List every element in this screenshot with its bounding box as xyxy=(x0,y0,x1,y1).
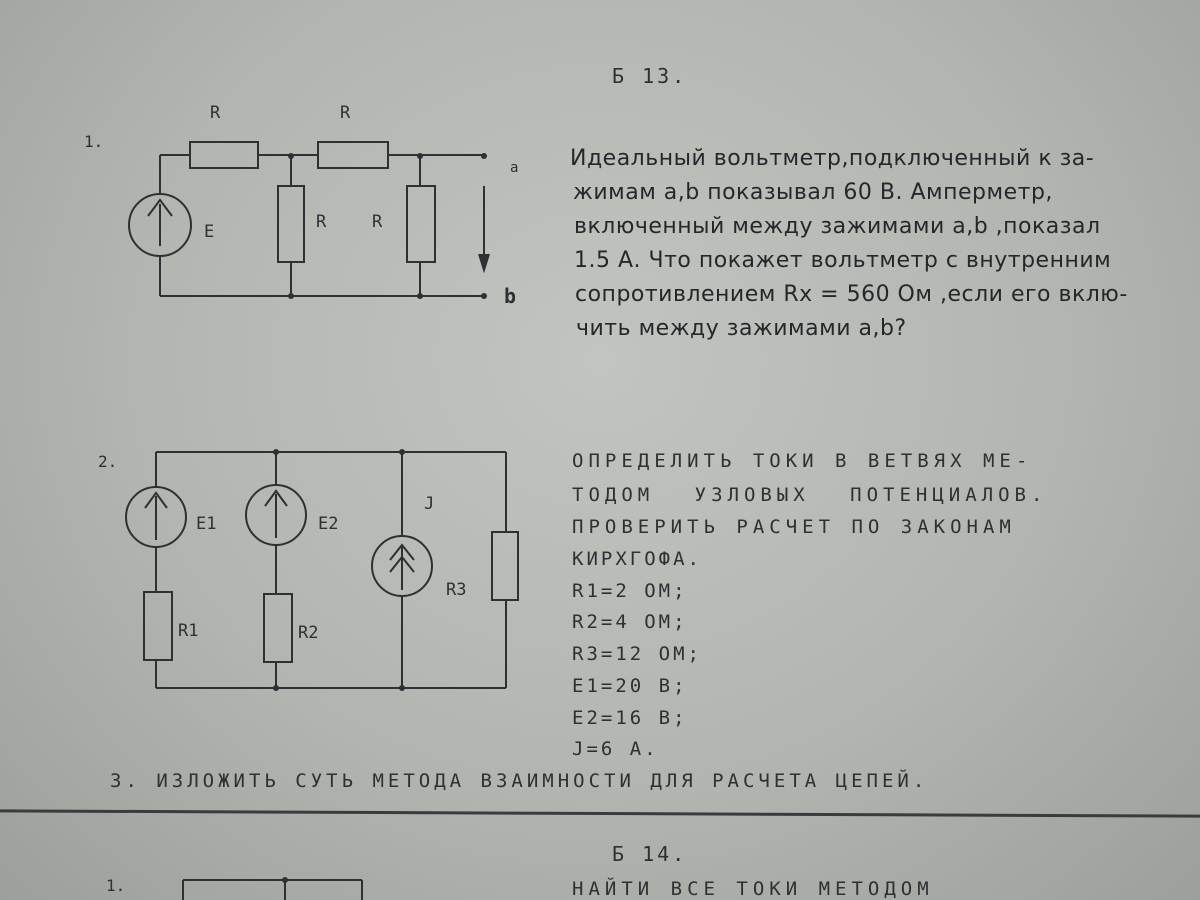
resistor-r-mid-2 xyxy=(406,185,436,263)
resistor-r3 xyxy=(491,531,519,601)
label-terminal-b: b xyxy=(504,284,517,308)
terminal-a xyxy=(481,153,487,159)
ticket-title: Б 13. xyxy=(612,64,688,88)
resistor-r-top-1 xyxy=(189,141,259,169)
resistor-r2 xyxy=(263,593,293,663)
terminal-b xyxy=(481,293,487,299)
resistor-r-top-2 xyxy=(317,141,389,169)
task-2-line-10: J=6 А. xyxy=(572,738,659,760)
label-r3: R3 xyxy=(446,580,467,600)
ticket-14-task-1-line: НАЙТИ ВСЕ ТОКИ МЕТОДОМ xyxy=(572,878,934,900)
task-2-line-5: R1=2 ОМ; xyxy=(572,580,688,602)
label-r-mid-1: R xyxy=(316,212,327,232)
task-1-line-6: чить между зажимами a,b? xyxy=(576,316,907,341)
resistor-r-mid-1 xyxy=(277,185,305,263)
task-2-line-2: ТОДОМ УЗЛОВЫХ ПОТЕНЦИАЛОВ. xyxy=(572,484,1048,506)
task-1-line-4: 1.5 А. Что покажет вольтметр с внутренни… xyxy=(574,248,1112,273)
label-r-top-1: R xyxy=(210,103,221,123)
task-1-line-1: Идеальный вольтметр,подключенный к за- xyxy=(570,146,1095,171)
ticket-14-title: Б 14. xyxy=(612,842,688,866)
task-3-text: 3. ИЗЛОЖИТЬ СУТЬ МЕТОДА ВЗАИМНОСТИ ДЛЯ Р… xyxy=(110,770,929,792)
label-j: J xyxy=(424,494,435,514)
task-2-line-9: E2=16 В; xyxy=(572,707,688,729)
label-terminal-a: a xyxy=(510,160,519,176)
resistor-r1 xyxy=(143,591,173,661)
label-r-mid-2: R xyxy=(372,212,383,232)
task-1-number: 1. xyxy=(84,132,104,151)
task-2-line-8: E1=20 В; xyxy=(572,675,688,697)
task-2-line-7: R3=12 ОМ; xyxy=(572,643,702,665)
label-e: E xyxy=(204,222,215,242)
task-2-line-3: ПРОВЕРИТЬ РАСЧЕТ ПО ЗАКОНАМ xyxy=(572,516,1016,538)
task-1-line-5: сопротивлением Rx = 560 Ом ,если его вкл… xyxy=(575,282,1128,307)
label-r2: R2 xyxy=(298,623,319,643)
label-r1: R1 xyxy=(178,621,199,641)
task-1-line-2: жимам a,b показывал 60 В. Амперметр, xyxy=(573,180,1053,205)
task-2-line-4: КИРХГОФА. xyxy=(572,548,702,570)
label-e1: E1 xyxy=(196,514,217,534)
task-2-line-1: ОПРЕДЕЛИТЬ ТОКИ В ВЕТВЯХ МЕ- xyxy=(572,450,1033,472)
task-2-number: 2. xyxy=(98,452,118,471)
task-2-line-6: R2=4 ОМ; xyxy=(572,611,688,633)
label-r-top-2: R xyxy=(340,103,351,123)
task-1-line-3: включенный между зажимами a,b ,показал xyxy=(574,214,1101,239)
ticket-14-task-1-number: 1. xyxy=(106,876,126,895)
label-e2: E2 xyxy=(318,514,339,534)
